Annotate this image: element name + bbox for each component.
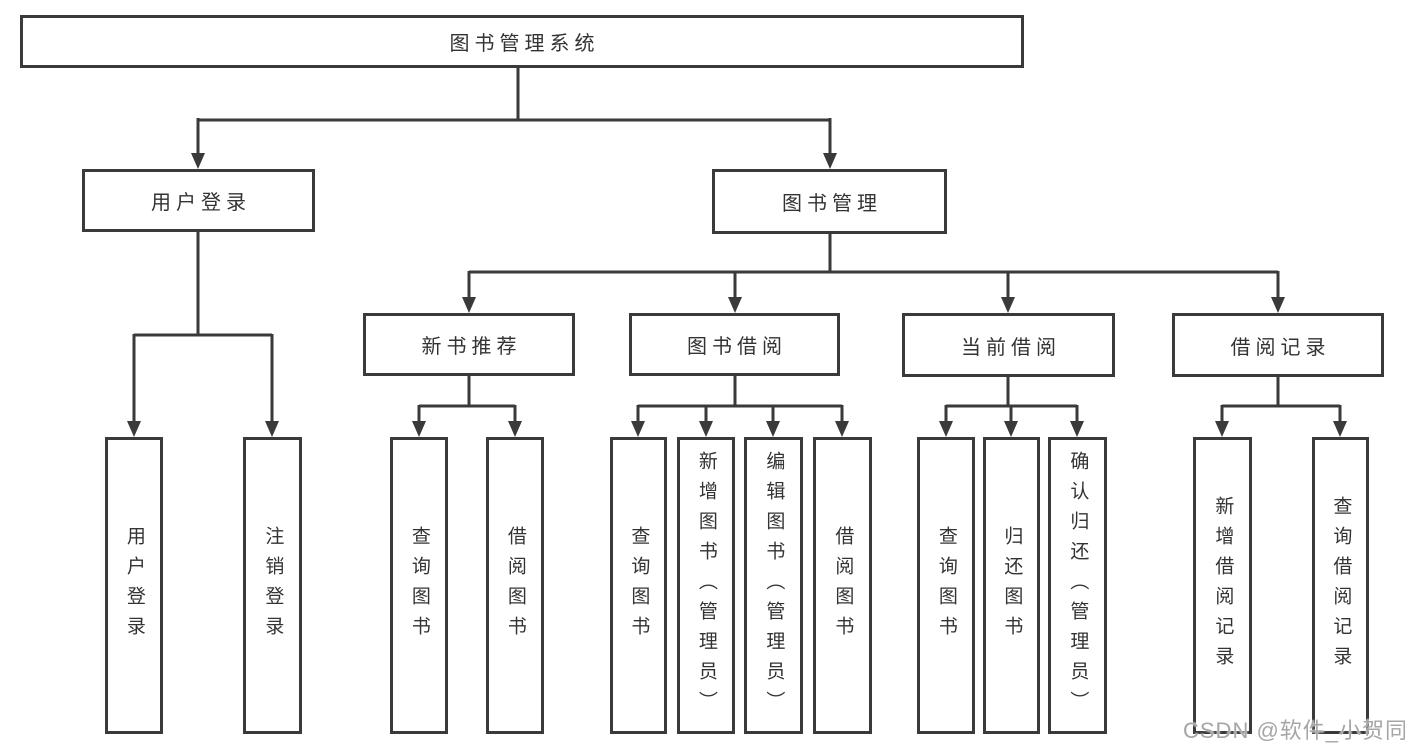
node-add-borrow-record: 新增借阅记录 bbox=[1193, 437, 1252, 734]
node-borrow-books-recommend: 借阅图书 bbox=[486, 437, 544, 734]
node-borrowing-records: 借阅记录 bbox=[1172, 313, 1384, 377]
node-new-book-recommend: 新书推荐 bbox=[363, 313, 575, 376]
node-add-books-admin: 新增图书（管理员） bbox=[677, 437, 735, 734]
node-query-books-current: 查询图书 bbox=[917, 437, 975, 734]
node-logout: 注销登录 bbox=[243, 437, 302, 734]
arrowheads bbox=[127, 153, 1347, 437]
node-edit-books-admin: 编辑图书（管理员） bbox=[744, 437, 803, 734]
node-borrow-books: 借阅图书 bbox=[813, 437, 872, 734]
node-user-login-group: 用户登录 bbox=[82, 169, 315, 232]
node-query-books-recommend: 查询图书 bbox=[390, 437, 448, 734]
node-book-management: 图书管理 bbox=[712, 169, 947, 234]
node-query-borrow-record: 查询借阅记录 bbox=[1312, 437, 1369, 734]
node-current-borrowing: 当前借阅 bbox=[902, 313, 1115, 377]
node-user-login: 用户登录 bbox=[105, 437, 163, 734]
node-return-books: 归还图书 bbox=[983, 437, 1040, 734]
csdn-watermark: CSDN @软件_小贺同学 bbox=[1183, 718, 1405, 743]
node-query-books-borrowing: 查询图书 bbox=[610, 437, 667, 734]
node-confirm-return-admin: 确认归还（管理员） bbox=[1048, 437, 1107, 734]
node-root-library-system: 图书管理系统 bbox=[20, 15, 1024, 68]
node-book-borrowing: 图书借阅 bbox=[629, 313, 840, 376]
